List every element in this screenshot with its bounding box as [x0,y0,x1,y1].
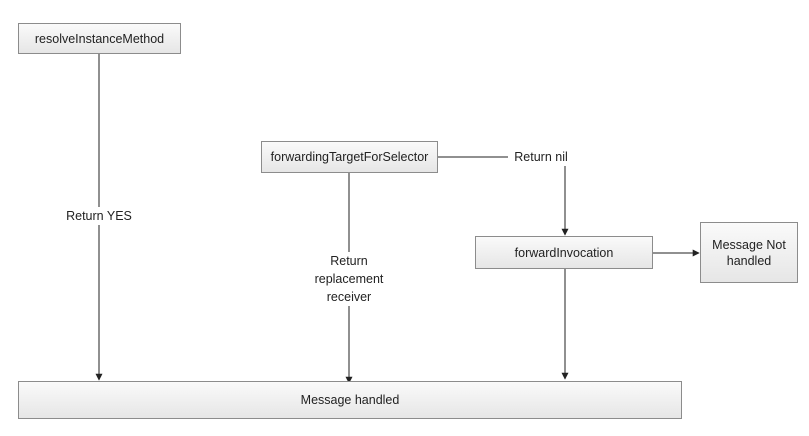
node-message-handled: Message handled [18,381,682,419]
node-forward-invocation: forwardInvocation [475,236,653,269]
label-return-yes: Return YES [60,207,138,225]
edge-forwarding-to-invocation [438,156,569,236]
node-resolve-instance-method: resolveInstanceMethod [18,23,181,54]
replacement-line-1: Return [330,254,368,268]
label-return-nil: Return nil [508,148,574,166]
label-return-replacement-receiver: Return replacement receiver [306,252,392,306]
replacement-line-2: replacement [314,272,384,286]
not-handled-line-1: Message Not [712,237,786,252]
replacement-line-3: receiver [326,290,372,304]
not-handled-line-2: handled [726,253,772,268]
node-message-not-handled: Message Not handled [700,222,798,283]
node-forwarding-target-for-selector: forwardingTargetForSelector [261,141,438,173]
